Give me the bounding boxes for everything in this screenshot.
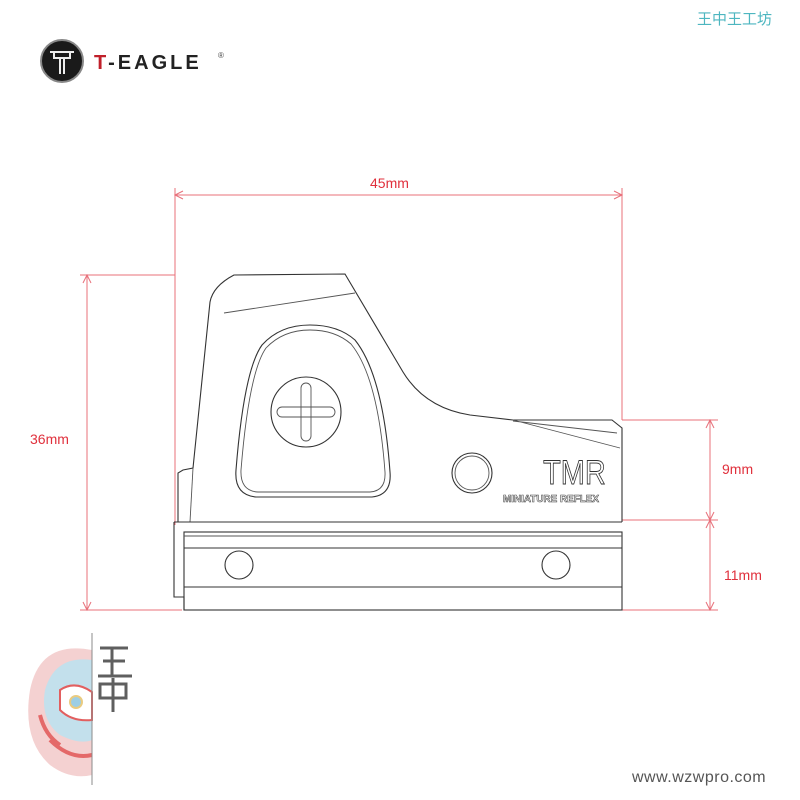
brand-prefix: T — [94, 52, 108, 74]
model-subtitle: MINIATURE REFLEX — [503, 493, 599, 505]
button-icon — [451, 452, 493, 494]
brand-name: -EAGLE — [108, 52, 202, 74]
website-url: www.wzwpro.com — [632, 769, 767, 786]
model-label: TMR — [543, 453, 606, 492]
height-label: 36mm — [30, 431, 69, 447]
svg-text:T-EAGLE: T-EAGLE — [94, 52, 202, 74]
logo-badge-icon — [40, 39, 84, 83]
rail-screw-right-icon — [541, 550, 571, 580]
wargame-watermark-logo — [28, 633, 132, 785]
body-height-label: 9mm — [722, 461, 753, 477]
width-label: 45mm — [370, 175, 409, 191]
sight-window — [235, 324, 391, 498]
mounting-rail — [173, 521, 623, 611]
sight-body: TMR MINIATURE REFLEX — [177, 273, 623, 523]
rail-screw-left-icon — [224, 550, 254, 580]
corner-label: 王中王工坊 — [697, 10, 773, 28]
dimension-height: 36mm — [30, 273, 182, 612]
t-eagle-logo: T-EAGLE ® — [40, 39, 224, 83]
dimension-width: 45mm — [173, 175, 624, 525]
adjustment-knob-icon — [270, 376, 342, 448]
rail-height-label: 11mm — [724, 567, 762, 583]
dimension-body: 9mm 11mm — [622, 418, 762, 612]
registered-mark: ® — [218, 51, 224, 60]
